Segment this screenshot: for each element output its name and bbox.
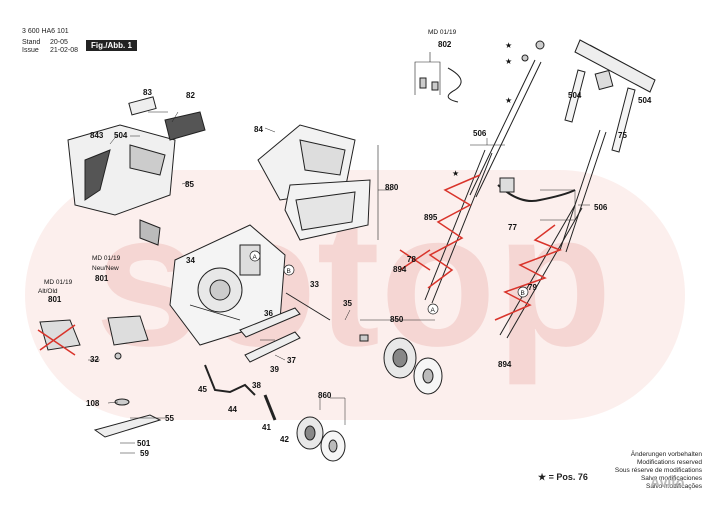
part-38: 38 (252, 381, 261, 390)
part-34: 34 (186, 256, 195, 265)
alt-old-label: Alt/Old (38, 288, 58, 295)
svg-text:★: ★ (505, 41, 512, 50)
switch-box-new (107, 315, 149, 360)
part-506-a: 506 (473, 129, 487, 138)
part-82: 82 (186, 91, 195, 100)
grass-box (257, 124, 379, 241)
doc-number: 3 600 HA6 101 (22, 28, 69, 35)
part-37: 37 (287, 356, 296, 365)
md-left-label: MD 01/19 (44, 279, 73, 286)
issue-value: 21-02-08 (50, 47, 79, 54)
stand-label: Stand (22, 39, 41, 46)
star-markers: ★ ★ ★ ★ (452, 41, 512, 178)
blade (93, 398, 162, 438)
footer-note-4: Salvo modificaciones (640, 475, 702, 482)
cable-802 (414, 52, 462, 103)
part-78: 78 (407, 255, 416, 264)
part-801-b: 801 (95, 274, 109, 283)
front-wheels (296, 416, 346, 462)
axle-parts (204, 292, 331, 421)
part-506-b: 506 (594, 203, 608, 212)
part-894-b: 894 (498, 360, 512, 369)
svg-text:A: A (431, 307, 436, 314)
part-843: 843 (90, 131, 104, 140)
part-42: 42 (280, 435, 289, 444)
part-895: 895 (424, 213, 438, 222)
pos-note: ★ = Pos. 76 (538, 472, 588, 482)
svg-text:B: B (287, 268, 291, 275)
switch-box-old (37, 319, 81, 356)
part-79: 79 (528, 283, 537, 292)
part-32: 32 (90, 355, 99, 364)
part-801-a: 801 (48, 295, 62, 304)
svg-text:★: ★ (505, 96, 512, 105)
figure-label: Fig./Abb. 1 (86, 40, 137, 51)
part-850: 850 (390, 315, 404, 324)
part-35: 35 (343, 299, 352, 308)
motor-hood (67, 96, 206, 246)
right-handle-bar (494, 204, 583, 339)
circle-letter-b-2: B (517, 286, 529, 298)
rear-wheels (359, 334, 443, 395)
part-33: 33 (310, 280, 319, 289)
part-108: 108 (86, 399, 100, 408)
circle-letter-a-2: A (249, 250, 261, 262)
issue-label: Issue (22, 47, 39, 54)
part-83: 83 (143, 88, 152, 97)
leader-lines (88, 111, 590, 454)
md-top-label: MD 01/19 (428, 29, 457, 36)
part-36: 36 (264, 309, 273, 318)
footer-note-2: Modifications reserved (636, 459, 702, 466)
circle-letter-b-1: B (283, 264, 295, 276)
neu-new-label: Neu/New (92, 265, 119, 272)
part-59: 59 (140, 449, 149, 458)
svg-text:B: B (521, 290, 525, 297)
avito-watermark: Avito (650, 474, 685, 490)
md-mid-label: MD 01/19 (92, 255, 121, 262)
part-880: 880 (385, 183, 399, 192)
footer-note-5: Salvo modificações (646, 483, 702, 490)
part-77: 77 (508, 223, 517, 232)
part-75: 75 (618, 131, 627, 140)
part-39: 39 (270, 365, 279, 374)
svg-text:★: ★ (452, 169, 459, 178)
part-44: 44 (228, 405, 237, 414)
part-501: 501 (137, 439, 151, 448)
footer-note-3: Sous réserve de modifications (614, 467, 702, 474)
stand-value: 20-05 (50, 39, 68, 46)
svg-text:★: ★ (505, 57, 512, 66)
part-55: 55 (165, 414, 174, 423)
part-85: 85 (185, 180, 194, 189)
left-handle-bar (399, 149, 493, 304)
part-504-a: 504 (568, 91, 582, 100)
circle-letter-a-1: A (427, 303, 439, 315)
part-45: 45 (198, 385, 207, 394)
part-41: 41 (262, 423, 271, 432)
part-860: 860 (318, 391, 332, 400)
part-84: 84 (254, 125, 263, 134)
footer-note-1: Änderungen vorbehalten (630, 451, 702, 458)
handle-assembly (469, 39, 656, 253)
part-802: 802 (438, 40, 452, 49)
part-894-a: 894 (393, 265, 407, 274)
svg-text:A: A (253, 254, 258, 261)
part-504-b: 504 (638, 96, 652, 105)
part-504-c: 504 (114, 131, 128, 140)
